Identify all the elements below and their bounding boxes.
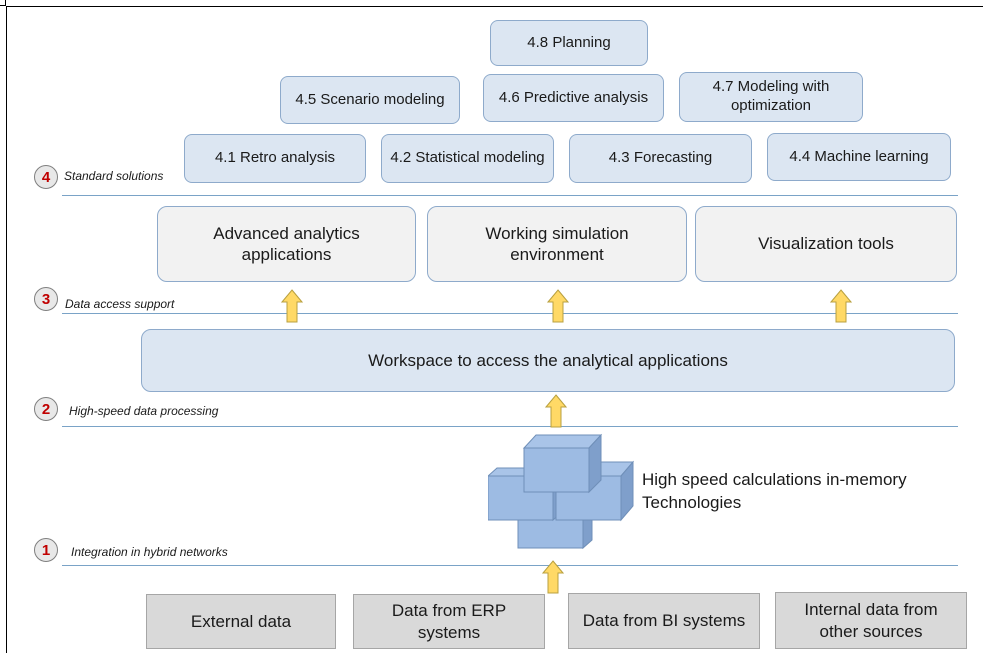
separator-level-1 bbox=[62, 565, 958, 566]
advanced-analytics-box: Advanced analytics applications bbox=[157, 206, 416, 282]
retro-analysis-box: 4.1 Retro analysis bbox=[184, 134, 366, 183]
level-3-label: Data access support bbox=[65, 297, 175, 311]
separator-level-3 bbox=[62, 313, 958, 314]
diagram-frame bbox=[6, 6, 983, 653]
in-memory-cubes-icon bbox=[488, 433, 635, 550]
level-1-label: Integration in hybrid networks bbox=[71, 545, 228, 559]
arrow-up-icon bbox=[281, 289, 303, 323]
external-data-box: External data bbox=[146, 594, 336, 649]
bi-data-box: Data from BI systems bbox=[568, 593, 760, 649]
level-2-label: High-speed data processing bbox=[69, 404, 219, 418]
arrow-up-icon bbox=[545, 394, 567, 428]
scenario-modeling-box: 4.5 Scenario modeling bbox=[280, 76, 460, 124]
forecasting-box: 4.3 Forecasting bbox=[569, 134, 752, 183]
level-3-badge: 3 bbox=[34, 287, 58, 311]
internal-data-box: Internal data from other sources bbox=[775, 592, 967, 649]
statistical-modeling-box: 4.2 Statistical modeling bbox=[381, 134, 554, 183]
level-4-label: Standard solutions bbox=[64, 169, 164, 183]
in-memory-technologies-label: High speed calculations in-memory Techno… bbox=[642, 470, 907, 512]
erp-data-box: Data from ERP systems bbox=[353, 594, 545, 649]
machine-learning-box: 4.4 Machine learning bbox=[767, 133, 951, 181]
predictive-analysis-box: 4.6 Predictive analysis bbox=[483, 74, 664, 122]
separator-level-2 bbox=[62, 426, 958, 427]
modeling-optimization-box: 4.7 Modeling with optimization bbox=[679, 72, 863, 122]
arrow-up-icon bbox=[542, 560, 564, 594]
separator-level-4 bbox=[62, 195, 958, 196]
corner-mark bbox=[0, 0, 6, 6]
workspace-box: Workspace to access the analytical appli… bbox=[141, 329, 955, 392]
level-2-badge: 2 bbox=[34, 397, 58, 421]
level-1-badge: 1 bbox=[34, 538, 58, 562]
visualization-tools-box: Visualization tools bbox=[695, 206, 957, 282]
level-4-badge: 4 bbox=[34, 165, 58, 189]
working-simulation-box: Working simulation environment bbox=[427, 206, 687, 282]
arrow-up-icon bbox=[547, 289, 569, 323]
planning-box: 4.8 Planning bbox=[490, 20, 648, 66]
arrow-up-icon bbox=[830, 289, 852, 323]
